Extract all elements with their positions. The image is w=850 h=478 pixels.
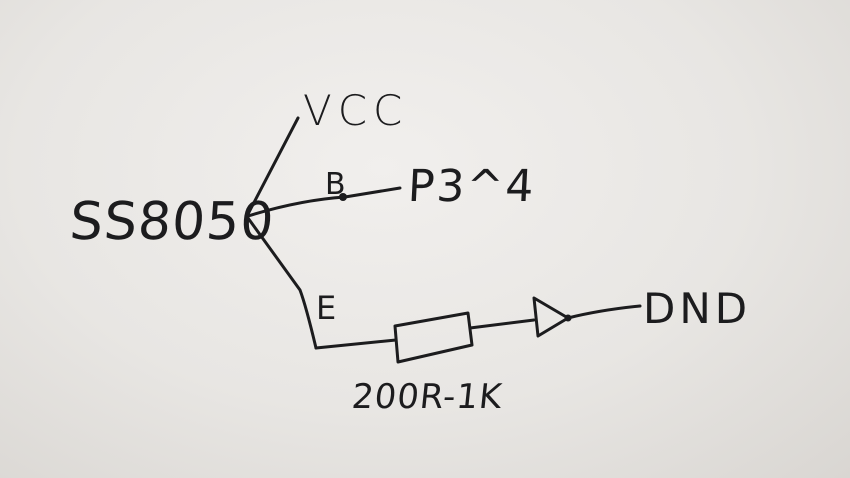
base-junction-dot (339, 193, 347, 201)
resistor-value-label: 200R-1K (349, 377, 505, 417)
wire-emitter (246, 216, 318, 350)
transistor-label: SS8050 (67, 192, 277, 252)
wire-to-diode (468, 318, 536, 330)
wire-to-resistor (314, 338, 398, 350)
port-label: P3^4 (406, 161, 537, 212)
resistor-symbol (393, 311, 474, 364)
emitter-label: E (316, 289, 337, 327)
wire-to-dnd (566, 304, 642, 320)
vcc-label: VCC (303, 86, 409, 135)
dnd-label: DND (643, 284, 752, 333)
diode-symbol (532, 296, 570, 338)
base-label: B (325, 167, 346, 202)
wire-vcc (246, 116, 300, 216)
